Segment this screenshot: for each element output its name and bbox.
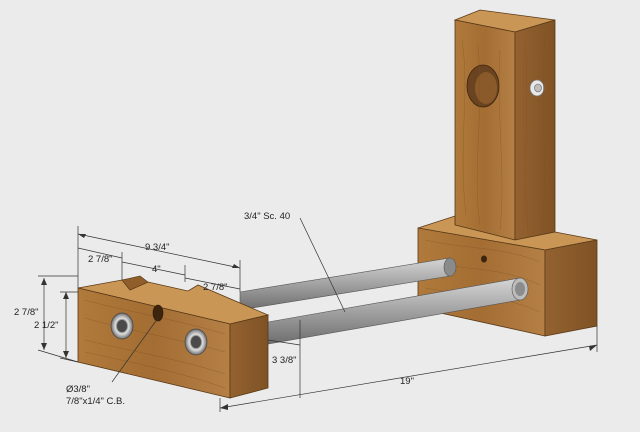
front-washer-left-icon <box>110 312 134 340</box>
dim-hole-height: 2 1/2" <box>34 320 59 331</box>
dim-offset-right: 2 7/8" <box>203 282 228 293</box>
front-jaw <box>77 275 270 399</box>
hole-diameter-label: Ø3/8" <box>66 384 90 395</box>
counterbore-label: 7/8"x1/4" C.B. <box>66 396 125 407</box>
upright-bolt-icon <box>529 79 545 97</box>
dim-slot-width: 4" <box>152 264 161 275</box>
dimension-lines <box>37 217 598 412</box>
center-hole <box>152 304 164 322</box>
dim-offset-left: 2 7/8" <box>88 254 113 265</box>
front-washer-right-icon <box>184 328 208 356</box>
dim-overall-front: 9 3/4" <box>145 242 170 253</box>
dimension-arrows <box>41 234 597 410</box>
dim-pipe-spacing: 3 3/8" <box>272 355 297 366</box>
dim-overall-length: 19" <box>400 376 414 387</box>
pipe-label: 3/4" Sc. 40 <box>244 211 290 222</box>
base-hole <box>481 255 487 263</box>
rear-base <box>417 215 598 337</box>
dim-block-height: 2 7/8" <box>14 307 39 318</box>
rear-upright <box>453 9 556 241</box>
